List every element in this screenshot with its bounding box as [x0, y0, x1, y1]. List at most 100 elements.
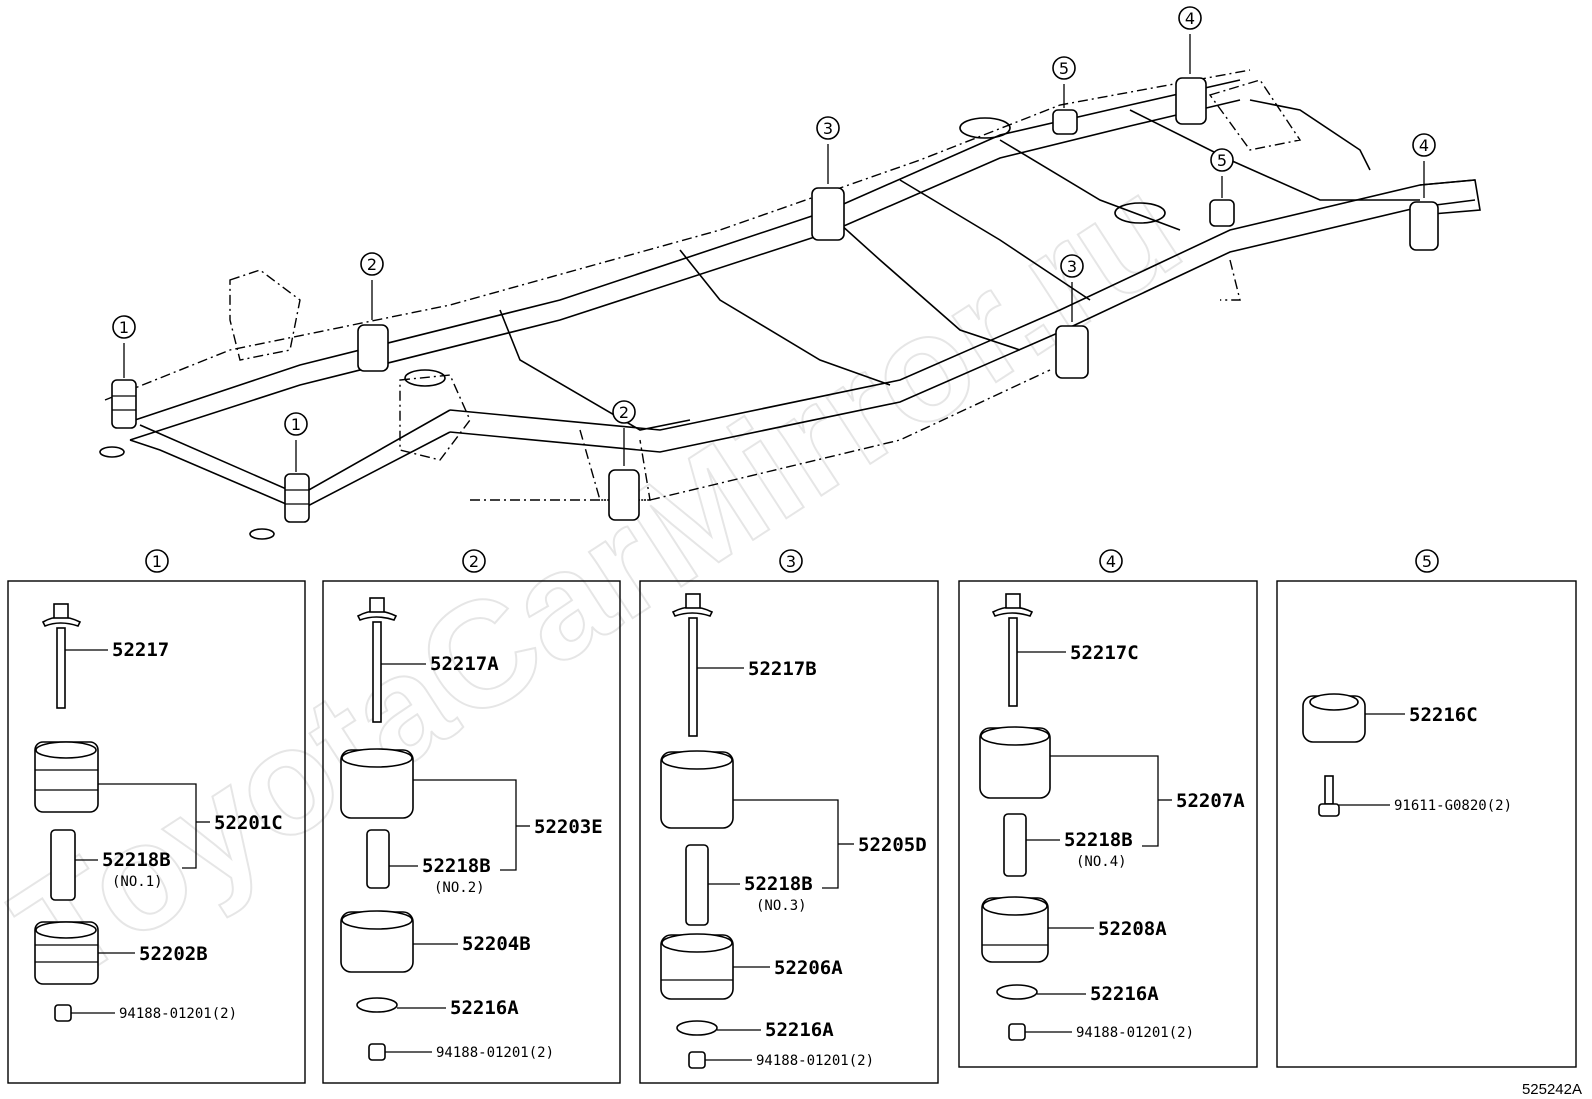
part-note: (NO.3) — [756, 898, 807, 914]
panel-frame — [7, 580, 306, 1084]
panel-frame — [1276, 580, 1577, 1068]
mount-2-left: 2 — [357, 252, 389, 372]
panel-number-circle — [779, 549, 803, 573]
part-label: 52201C — [214, 812, 283, 834]
mount-5-right: 5 — [1209, 148, 1235, 227]
part-label: 52217B — [748, 658, 817, 680]
collar — [50, 829, 76, 901]
cushion-lower — [34, 921, 99, 985]
panel-number: 3 — [786, 552, 796, 571]
part-label: 52204B — [462, 933, 531, 955]
part-label: 52206A — [774, 957, 843, 979]
callout-circle — [1052, 56, 1076, 80]
bolt-part — [41, 603, 82, 709]
part-label: 52218B — [1064, 829, 1133, 851]
part-label: 52216A — [765, 1019, 834, 1041]
panel-number: 1 — [152, 552, 162, 571]
washer — [676, 1020, 718, 1036]
mount-5-left: 5 — [1052, 56, 1078, 135]
part-label: 94188-01201(2) — [1076, 1025, 1194, 1041]
panel-number-circle — [1415, 549, 1439, 573]
callout-circle — [816, 116, 840, 140]
nut — [1008, 1023, 1026, 1041]
bolt — [1318, 775, 1340, 817]
callout-number: 3 — [1067, 257, 1077, 276]
cushion-upper — [979, 726, 1051, 799]
callout-number: 2 — [619, 403, 629, 422]
callout-number: 1 — [119, 318, 129, 337]
nut — [368, 1043, 386, 1061]
panel-number: 4 — [1106, 552, 1116, 571]
washer — [356, 997, 398, 1013]
callout-number: 5 — [1059, 59, 1069, 78]
figure-reference: 525242A — [1522, 1081, 1582, 1098]
part-label: 52203E — [534, 816, 603, 838]
callout-number: 1 — [291, 415, 301, 434]
frame-mounts: 1 1 2 2 3 — [111, 6, 1439, 523]
part-label: 91611-G0820(2) — [1394, 798, 1512, 814]
callout-circle — [1178, 6, 1202, 30]
mount-3-right: 3 — [1055, 254, 1089, 379]
cushion-lower — [981, 896, 1049, 963]
cushion — [1302, 693, 1366, 743]
mount-4-right: 4 — [1409, 133, 1439, 251]
part-label: 52218B — [744, 873, 813, 895]
part-label: 94188-01201(2) — [756, 1053, 874, 1069]
part-note: (NO.1) — [112, 874, 163, 890]
mount-2-right: 2 — [608, 400, 640, 521]
collar — [1003, 813, 1027, 877]
callout-circle — [1210, 148, 1234, 172]
part-label: 52202B — [139, 943, 208, 965]
mount-3-left: 3 — [811, 116, 845, 241]
callout-circle — [1412, 133, 1436, 157]
panel-5: 5 52216C 91611-G0820(2) — [1276, 549, 1577, 1068]
part-note: (NO.2) — [434, 880, 485, 896]
panel-frame — [958, 580, 1258, 1068]
bolt-part — [991, 593, 1034, 707]
part-label: 52217C — [1070, 642, 1139, 664]
cushion-upper — [660, 750, 734, 829]
part-label: 52216A — [1090, 983, 1159, 1005]
collar — [685, 844, 709, 926]
washer — [996, 984, 1038, 1000]
bolt-part — [356, 597, 398, 723]
callout-circle — [284, 412, 308, 436]
panel-number-circle — [145, 549, 169, 573]
part-label: 52207A — [1176, 790, 1245, 812]
part-label: 52205D — [858, 834, 927, 856]
frame-illustration — [99, 69, 1481, 540]
part-label: 52208A — [1098, 918, 1167, 940]
part-label: 52216A — [450, 997, 519, 1019]
mount-1-front-left: 1 — [111, 315, 137, 429]
callout-number: 2 — [367, 255, 377, 274]
cushion-lower — [340, 910, 414, 973]
callout-number: 4 — [1419, 136, 1429, 155]
panel-4: 4 52217C 52207A 52218B — [958, 549, 1258, 1068]
panel-number-circle — [462, 549, 486, 573]
part-label: 52216C — [1409, 704, 1478, 726]
part-label: 94188-01201(2) — [119, 1006, 237, 1022]
part-label: 52218B — [102, 849, 171, 871]
panel-number: 2 — [469, 552, 479, 571]
cushion-upper — [34, 741, 99, 813]
part-label: 94188-01201(2) — [436, 1045, 554, 1061]
bolt-part — [671, 593, 714, 737]
callout-circle — [112, 315, 136, 339]
panel-3: 3 52217B 52205D 52218B — [639, 549, 939, 1084]
part-label: 52217 — [112, 639, 169, 661]
nut — [688, 1051, 706, 1069]
panel-number: 5 — [1422, 552, 1432, 571]
part-label: 52218B — [422, 855, 491, 877]
panel-frame — [639, 580, 939, 1084]
mount-4-left: 4 — [1175, 6, 1207, 125]
callout-number: 5 — [1217, 151, 1227, 170]
callout-number: 4 — [1185, 9, 1195, 28]
part-label: 52217A — [430, 653, 499, 675]
mount-1-front-right: 1 — [284, 412, 310, 523]
part-note: (NO.4) — [1076, 854, 1127, 870]
watermark: ToyotaCarMirror.ru — [0, 142, 1207, 1017]
panel-number-circle — [1099, 549, 1123, 573]
callout-circle — [612, 400, 636, 424]
cushion-lower — [660, 933, 734, 1000]
